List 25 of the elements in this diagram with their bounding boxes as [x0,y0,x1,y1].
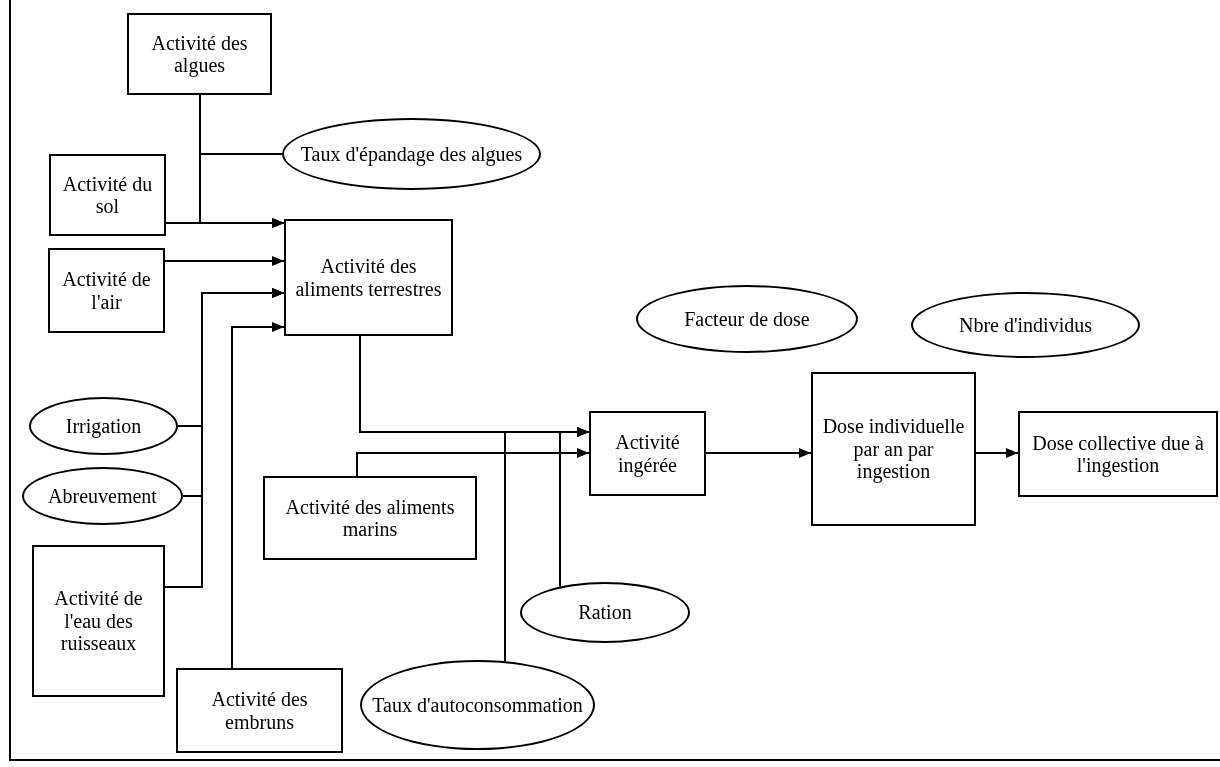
arrow [231,322,285,669]
parameter-ellipse: Taux d'épandage des algues [282,118,541,190]
parameter-ellipse: Abreuvement [22,467,183,525]
arrow [705,448,812,458]
process-box: Activité des aliments terrestres [284,219,453,336]
process-box: Activité des algues [127,13,272,95]
arrow [356,448,590,477]
process-box: Activité ingérée [589,411,706,496]
arrow [164,256,285,266]
arrow [975,448,1019,458]
process-box: Dose individuelle par an par ingestion [811,372,976,526]
arrow [164,288,285,588]
process-box: Activité des aliments marins [263,476,477,560]
arrow [165,218,285,228]
process-box: Activité de l'eau des ruisseaux [32,545,165,697]
process-box: Activité du sol [49,154,166,236]
process-box: Dose collective due à l'ingestion [1018,411,1218,497]
parameter-ellipse: Facteur de dose [636,285,858,353]
parameter-ellipse: Nbre d'individus [911,292,1140,358]
process-box: Activité des embruns [176,668,343,753]
parameter-ellipse: Taux d'autoconsommation [360,660,595,750]
process-box: Activité de l'air [48,248,165,333]
parameter-ellipse: Ration [520,582,690,643]
arrow [504,427,590,663]
parameter-ellipse: Irrigation [29,397,178,455]
